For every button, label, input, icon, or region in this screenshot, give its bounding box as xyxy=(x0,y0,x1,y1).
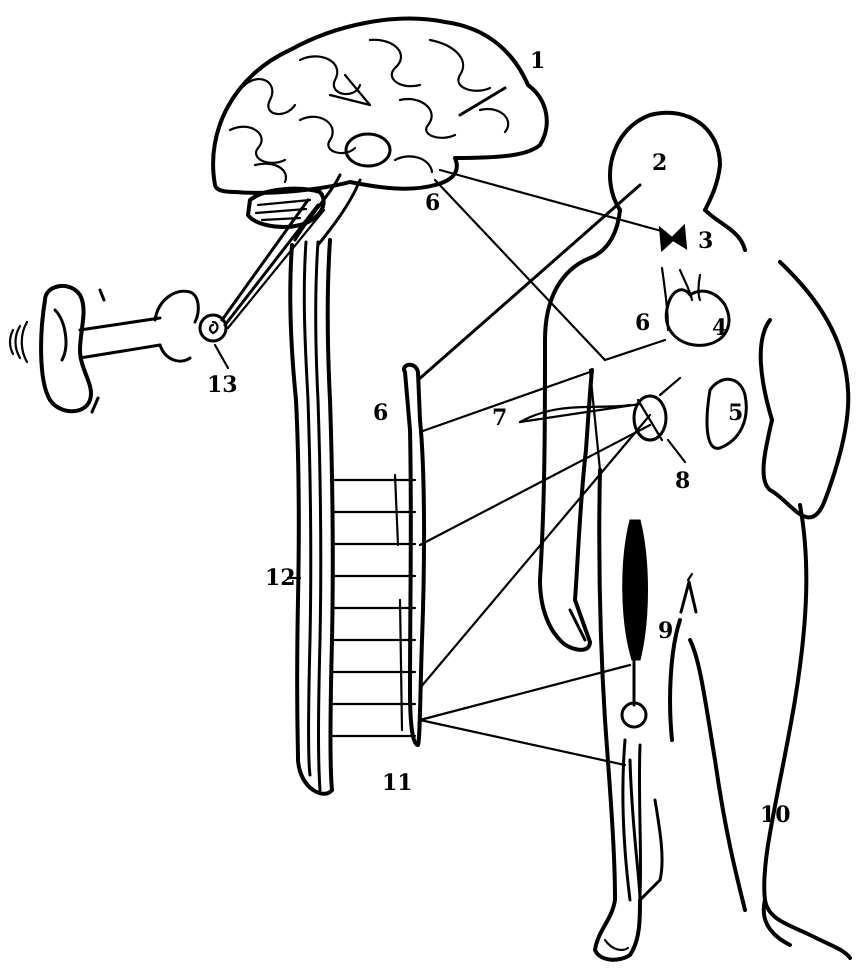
label-6-heart: 6 xyxy=(635,310,650,336)
ear xyxy=(10,286,226,412)
brain xyxy=(213,19,547,245)
label-2: 2 xyxy=(652,150,667,176)
muscle xyxy=(623,520,648,660)
label-13: 13 xyxy=(207,372,238,398)
label-6-chain: 6 xyxy=(373,400,388,426)
label-4: 4 xyxy=(712,315,727,341)
label-3: 3 xyxy=(698,228,713,254)
label-1: 1 xyxy=(530,48,545,74)
label-10: 10 xyxy=(760,802,791,828)
connection-lines xyxy=(418,88,685,765)
thyroid xyxy=(660,226,686,250)
spinal-cord xyxy=(290,240,332,794)
label-8: 8 xyxy=(675,468,690,494)
label-11: 11 xyxy=(382,770,413,796)
label-group: 1 2 3 4 5 6 6 6 7 8 9 10 11 12 13 xyxy=(207,48,791,828)
label-7: 7 xyxy=(492,405,507,431)
label-5: 5 xyxy=(728,400,743,426)
body-outline xyxy=(540,113,850,960)
label-6-brain: 6 xyxy=(425,190,440,216)
label-9: 9 xyxy=(658,618,673,644)
